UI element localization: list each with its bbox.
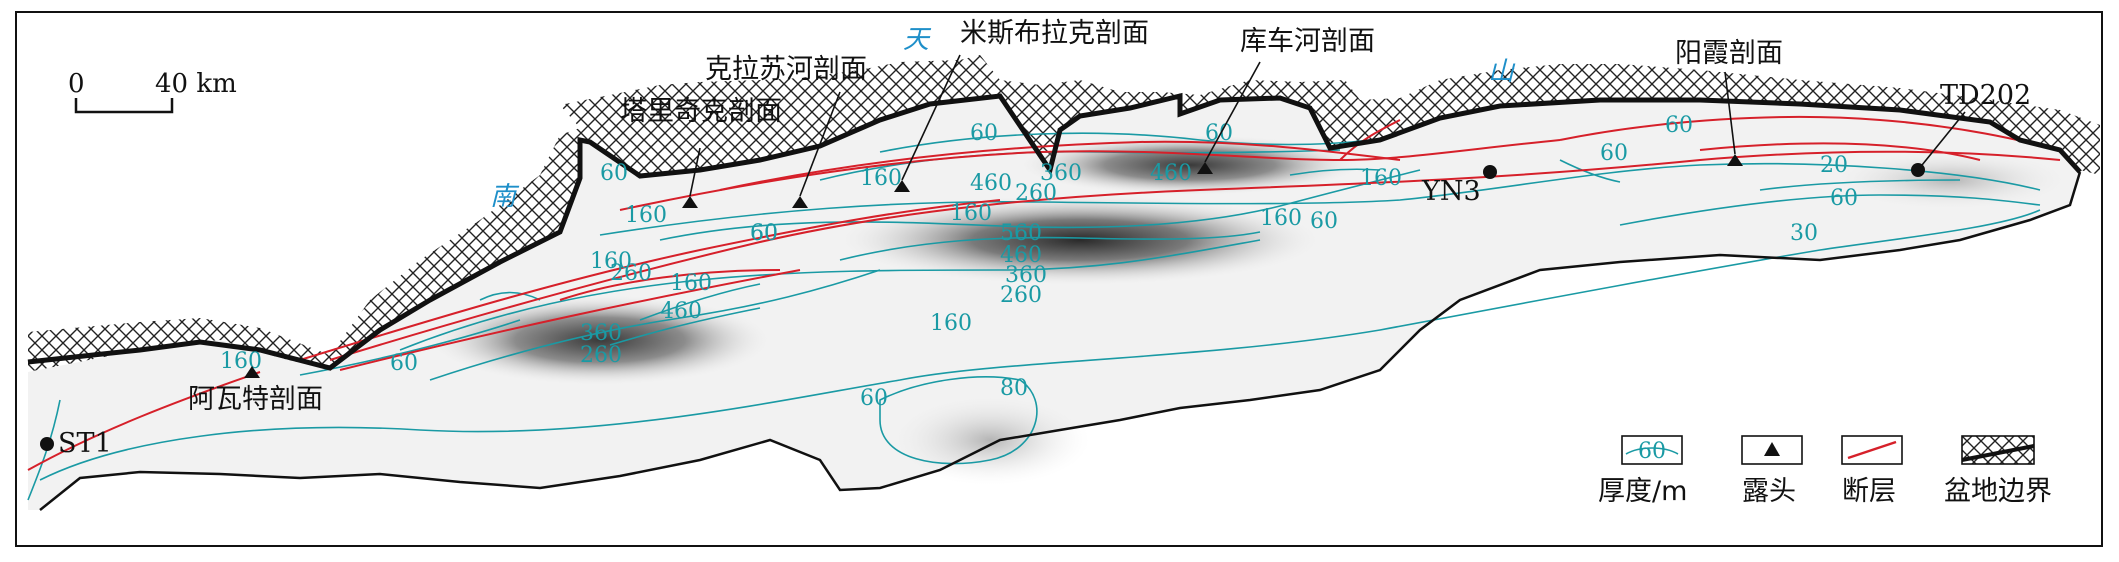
contour-value: 160 [950, 201, 992, 226]
contour-value: 160 [670, 271, 712, 296]
section-kelasu: 克拉苏河剖面 [705, 54, 867, 208]
section-yangxia: 阳霞剖面 [1675, 38, 1783, 166]
contour-value: 160 [860, 166, 902, 191]
contour-value: 160 [1360, 166, 1402, 191]
legend-boundary: 盆地边界 [1944, 435, 2052, 507]
legend-outcrop-label: 露头 [1742, 476, 1796, 507]
contour-value: 20 [1820, 153, 1848, 178]
contour-value: 60 [750, 221, 778, 246]
contour-value: 60 [1830, 186, 1858, 211]
legend-fault: 断层 [1841, 435, 1903, 507]
legend-boundary-label: 盆地边界 [1944, 476, 2052, 507]
contour-values: 60 160 60 160 60 160 460 360 460 160 260… [220, 113, 1858, 411]
contour-value: 60 [750, 221, 778, 246]
contour-value: 160 [1260, 206, 1302, 231]
contour-value: 260 [1000, 283, 1042, 308]
legend-fault-label: 断层 [1842, 476, 1896, 507]
contour-value: 360 [580, 321, 622, 346]
contour-value: 560 [1000, 221, 1042, 246]
section-misibulake: 米斯布拉克剖面 [894, 18, 1149, 192]
legend-thickness-sample: 60 [1638, 439, 1666, 464]
section-label: 塔里奇克剖面 [620, 96, 782, 127]
contour-value: 260 [1015, 181, 1057, 206]
thickness-shade-mid [890, 395, 1090, 485]
outcrop-marker [1197, 162, 1213, 174]
contour-value: 460 [660, 299, 702, 324]
contour-value: 260 [580, 343, 622, 368]
legend-thickness: 60 厚度/m [1598, 435, 1687, 507]
contour-value: 160 [930, 311, 972, 336]
contour-value: 30 [1790, 221, 1818, 246]
contour-value: 60 [1310, 209, 1338, 234]
contour-value: 60 [970, 121, 998, 146]
fault-lines [27, 115, 2061, 471]
legend: 60 厚度/m 露头 断层 盆地边界 [1598, 435, 2052, 507]
outcrop-marker [1727, 154, 1743, 166]
outcrop-marker [894, 180, 910, 192]
contour-value: 60 [390, 351, 418, 376]
contour-value: 360 [1040, 161, 1082, 186]
label-tian: 天 [903, 25, 932, 55]
outcrop-marker [792, 196, 808, 208]
outcrop-marker [682, 196, 698, 208]
section-label: 阿瓦特剖面 [188, 384, 323, 415]
well-marker [40, 437, 54, 451]
contour-value: 80 [1000, 376, 1028, 401]
well-label: ST1 [58, 428, 112, 459]
contour-value: 60 [860, 386, 888, 411]
contour-value: 360 [1005, 263, 1047, 288]
scale-bar-distance: 40 km [155, 69, 237, 99]
contour-value: 160 [590, 249, 632, 274]
contour-value: 260 [610, 261, 652, 286]
contour-value: 60 [1665, 113, 1693, 138]
scale-bar: 0 40 km [68, 69, 237, 114]
contour-value: 460 [970, 171, 1012, 196]
section-label: 库车河剖面 [1240, 26, 1375, 57]
basin-boundary-south [39, 171, 2082, 511]
well-td202: TD202 [1911, 80, 2031, 177]
legend-thickness-label: 厚度/m [1598, 476, 1687, 507]
contour-value: 160 [220, 349, 262, 374]
thickness-shade-north [1020, 135, 1360, 195]
section-tarlichike: 塔里奇克剖面 [620, 96, 782, 208]
well-st1: ST1 [40, 428, 112, 459]
legend-outcrop: 露头 [1741, 435, 1803, 507]
section-label: 阳霞剖面 [1675, 38, 1783, 69]
well-label: YN3 [1421, 176, 1481, 207]
label-nan: 南 [490, 182, 520, 212]
thickness-shade-core [840, 195, 1320, 285]
contour-value: 60 [600, 161, 628, 186]
scale-bar-zero: 0 [68, 69, 85, 99]
section-label: 克拉苏河剖面 [705, 54, 867, 85]
mountain-hatch-band [28, 55, 2100, 372]
contour-value: 60 [1600, 141, 1628, 166]
contour-value: 460 [1000, 243, 1042, 268]
section-awate: 阿瓦特剖面 [188, 366, 323, 415]
basin-area [28, 96, 2080, 510]
outcrop-marker [1764, 442, 1780, 456]
well-marker [1483, 165, 1497, 179]
label-shan: 山 [1488, 57, 1516, 87]
contour-value: 160 [625, 203, 667, 228]
contour-value: 460 [1150, 161, 1192, 186]
contour-value: 60 [1205, 121, 1233, 146]
section-label: 米斯布拉克剖面 [960, 18, 1149, 49]
outcrop-marker [244, 366, 260, 378]
well-label: TD202 [1940, 80, 2031, 111]
section-kuchehe: 库车河剖面 [1197, 26, 1375, 174]
basin-boundary-line [27, 92, 2082, 371]
well-yn3: YN3 [1421, 165, 1497, 207]
